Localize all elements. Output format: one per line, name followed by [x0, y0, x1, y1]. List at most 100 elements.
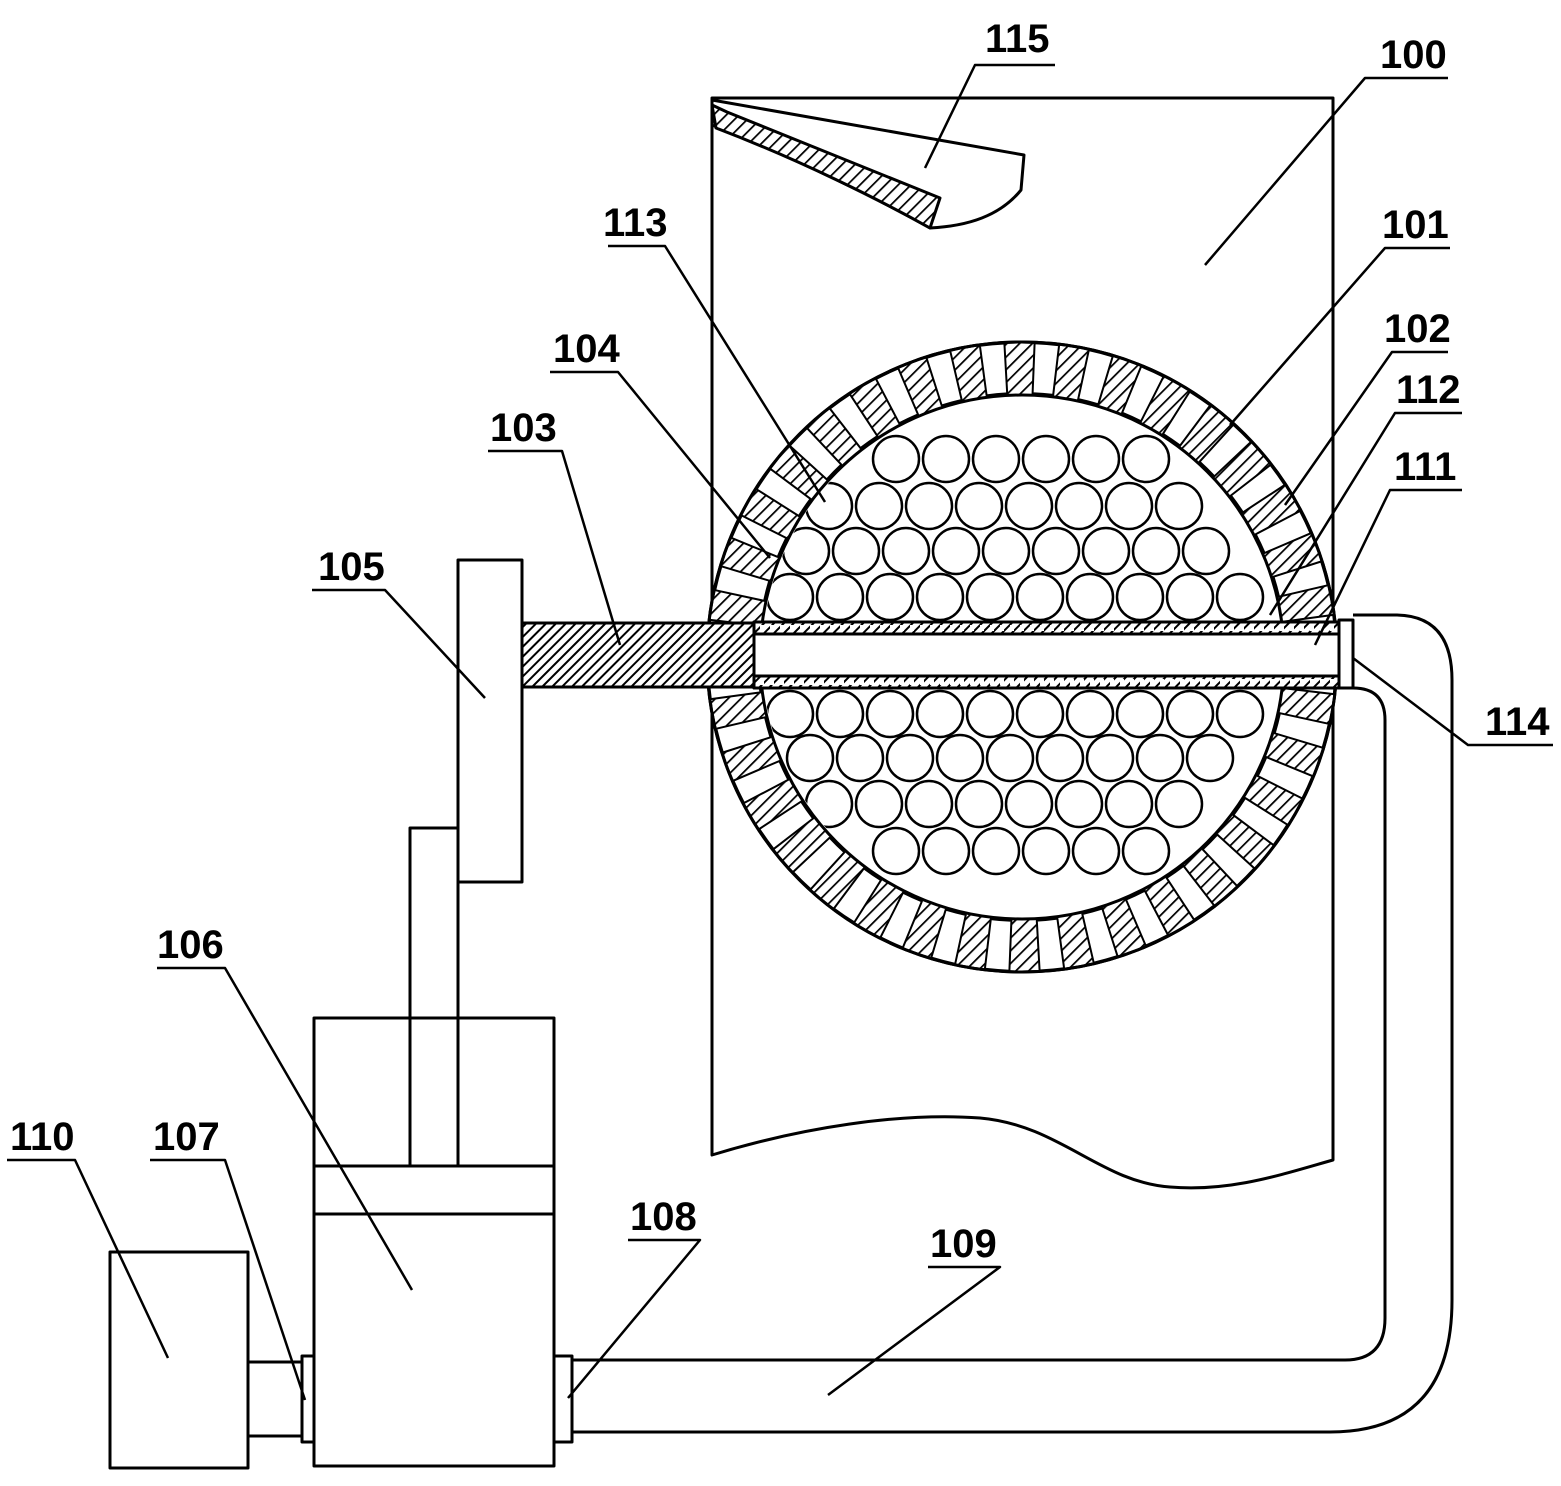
perforation [910, 679, 914, 685]
filler-ball [931, 526, 981, 576]
perforation [1120, 625, 1124, 631]
filler-ball [1185, 733, 1235, 783]
perforation [770, 625, 774, 631]
coupling-flange-107 [300, 1354, 316, 1444]
perforation [790, 679, 794, 685]
perforation [990, 625, 994, 631]
filler-ball [1135, 733, 1185, 783]
perforation [1230, 625, 1234, 631]
perforation [990, 679, 994, 685]
perforation [800, 679, 804, 685]
label-109: 109 [930, 1222, 997, 1266]
perforation [1200, 679, 1204, 685]
perforation [1100, 679, 1104, 685]
perforation [1130, 679, 1134, 685]
perforation [950, 679, 954, 685]
perforation [910, 625, 914, 631]
perforation [1220, 625, 1224, 631]
filler-ball [881, 526, 931, 576]
perforation [1260, 679, 1264, 685]
perforation [830, 679, 834, 685]
perforation [970, 625, 974, 631]
filler-ball [1071, 434, 1121, 484]
filler-ball [1004, 779, 1054, 829]
perforation [1110, 625, 1114, 631]
pump-housing-106 [312, 1016, 556, 1468]
filler-ball [915, 689, 965, 739]
perforation [860, 625, 864, 631]
filler-ball [1154, 481, 1204, 531]
filler-ball [1215, 689, 1265, 739]
perforation [1010, 625, 1014, 631]
filler-ball [965, 572, 1015, 622]
filler-ball [815, 689, 865, 739]
perforation [940, 625, 944, 631]
perforation [920, 625, 924, 631]
filler-balls-113 [765, 434, 1265, 876]
perforation [1100, 625, 1104, 631]
perforation [930, 625, 934, 631]
perforation [890, 625, 894, 631]
perforation [870, 625, 874, 631]
perforation [810, 625, 814, 631]
perforation [980, 625, 984, 631]
ring-opening [983, 918, 1013, 972]
perforation [880, 625, 884, 631]
perforation [1020, 625, 1024, 631]
perforation [1190, 625, 1194, 631]
perforation [1010, 679, 1014, 685]
perforation [1250, 679, 1254, 685]
perforation [1290, 679, 1294, 685]
perforation [860, 679, 864, 685]
perforation [1090, 679, 1094, 685]
labels: 115 100 101 102 112 111 114 113 104 103 … [10, 17, 1550, 1266]
filler-ball [1054, 779, 1104, 829]
filler-ball [1121, 434, 1171, 484]
perforation [1150, 679, 1154, 685]
filler-ball [854, 779, 904, 829]
label-112: 112 [1396, 368, 1461, 412]
perforation [1280, 679, 1284, 685]
perforation [1210, 679, 1214, 685]
perforation [1020, 679, 1024, 685]
filler-ball [1054, 481, 1104, 531]
label-105: 105 [318, 545, 385, 589]
filler-ball [954, 481, 1004, 531]
filler-ball [1065, 572, 1115, 622]
filler-ball [831, 526, 881, 576]
perforation [770, 679, 774, 685]
filler-ball [1065, 689, 1115, 739]
perforation [960, 679, 964, 685]
perforation [1160, 625, 1164, 631]
perforation [1040, 625, 1044, 631]
filler-ball [935, 733, 985, 783]
filler-ball [1015, 689, 1065, 739]
perforation [840, 679, 844, 685]
perforation [1190, 679, 1194, 685]
filler-ball [954, 779, 1004, 829]
perforation [920, 679, 924, 685]
filler-ball [885, 733, 935, 783]
perforation [1310, 679, 1314, 685]
perforation [1070, 679, 1074, 685]
filler-ball [971, 826, 1021, 876]
label-102: 102 [1384, 307, 1451, 351]
filler-ball [1085, 733, 1135, 783]
perforation [1120, 679, 1124, 685]
leader-lines [7, 63, 1553, 1401]
filler-ball [1021, 434, 1071, 484]
filler-ball [921, 434, 971, 484]
filler-ball [765, 689, 815, 739]
perforation [1170, 679, 1174, 685]
perforation [840, 625, 844, 631]
filler-ball [1104, 481, 1154, 531]
perforation [1330, 679, 1334, 685]
perforation [1140, 679, 1144, 685]
perforation [1270, 679, 1274, 685]
rotary-joint-114 [1337, 618, 1355, 690]
perforation [830, 625, 834, 631]
perforation [1310, 625, 1314, 631]
perforation [1110, 679, 1114, 685]
perforation [810, 679, 814, 685]
